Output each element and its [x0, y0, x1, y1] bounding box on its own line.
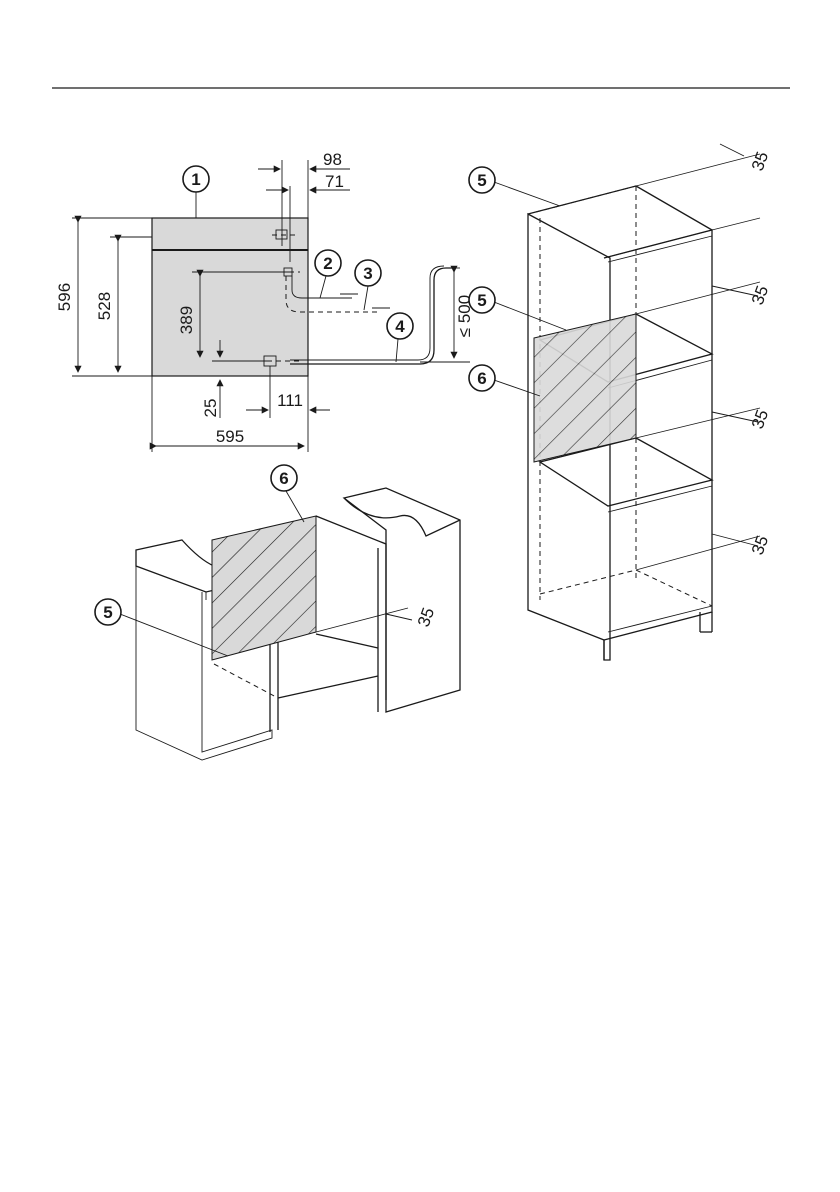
gap-35-label-2: 35	[748, 283, 772, 307]
callout-2-label: 2	[323, 254, 332, 273]
front-view-diagram: 596 528 389 25 98	[55, 150, 474, 452]
dim-111-label: 111	[277, 391, 303, 410]
oven-front-panel	[152, 218, 308, 376]
callout-1-label: 1	[191, 170, 200, 189]
dim-528-label: 528	[95, 292, 114, 320]
dim-98-label: 98	[323, 150, 342, 169]
callout-6-base-label: 6	[279, 469, 288, 488]
base-cabinet-diagram: 35 6 5	[95, 465, 460, 760]
tall-cabinet-diagram: 35 35 35 35 5 5 6	[469, 144, 772, 660]
gap-35-label-base: 35	[414, 605, 438, 629]
gap-35-label-1: 35	[748, 149, 772, 173]
dim-25-label: 25	[201, 399, 220, 418]
gap-35-label-4: 35	[748, 533, 772, 557]
callout-3-label: 3	[363, 264, 372, 283]
callout-5-base-label: 5	[103, 603, 112, 622]
callout-4-label: 4	[395, 317, 405, 336]
dim-71-label: 71	[325, 172, 344, 191]
dim-596-label: 596	[55, 283, 74, 311]
gap-35-label-3: 35	[748, 407, 772, 431]
ventilation-panel-tall	[534, 314, 636, 462]
callout-5-top-label: 5	[477, 171, 486, 190]
dim-595-label: 595	[216, 427, 244, 446]
callout-6-tall-label: 6	[477, 369, 486, 388]
dim-389-label: 389	[177, 306, 196, 334]
ventilation-panel-base	[212, 516, 316, 660]
callout-5-mid-label: 5	[477, 291, 486, 310]
